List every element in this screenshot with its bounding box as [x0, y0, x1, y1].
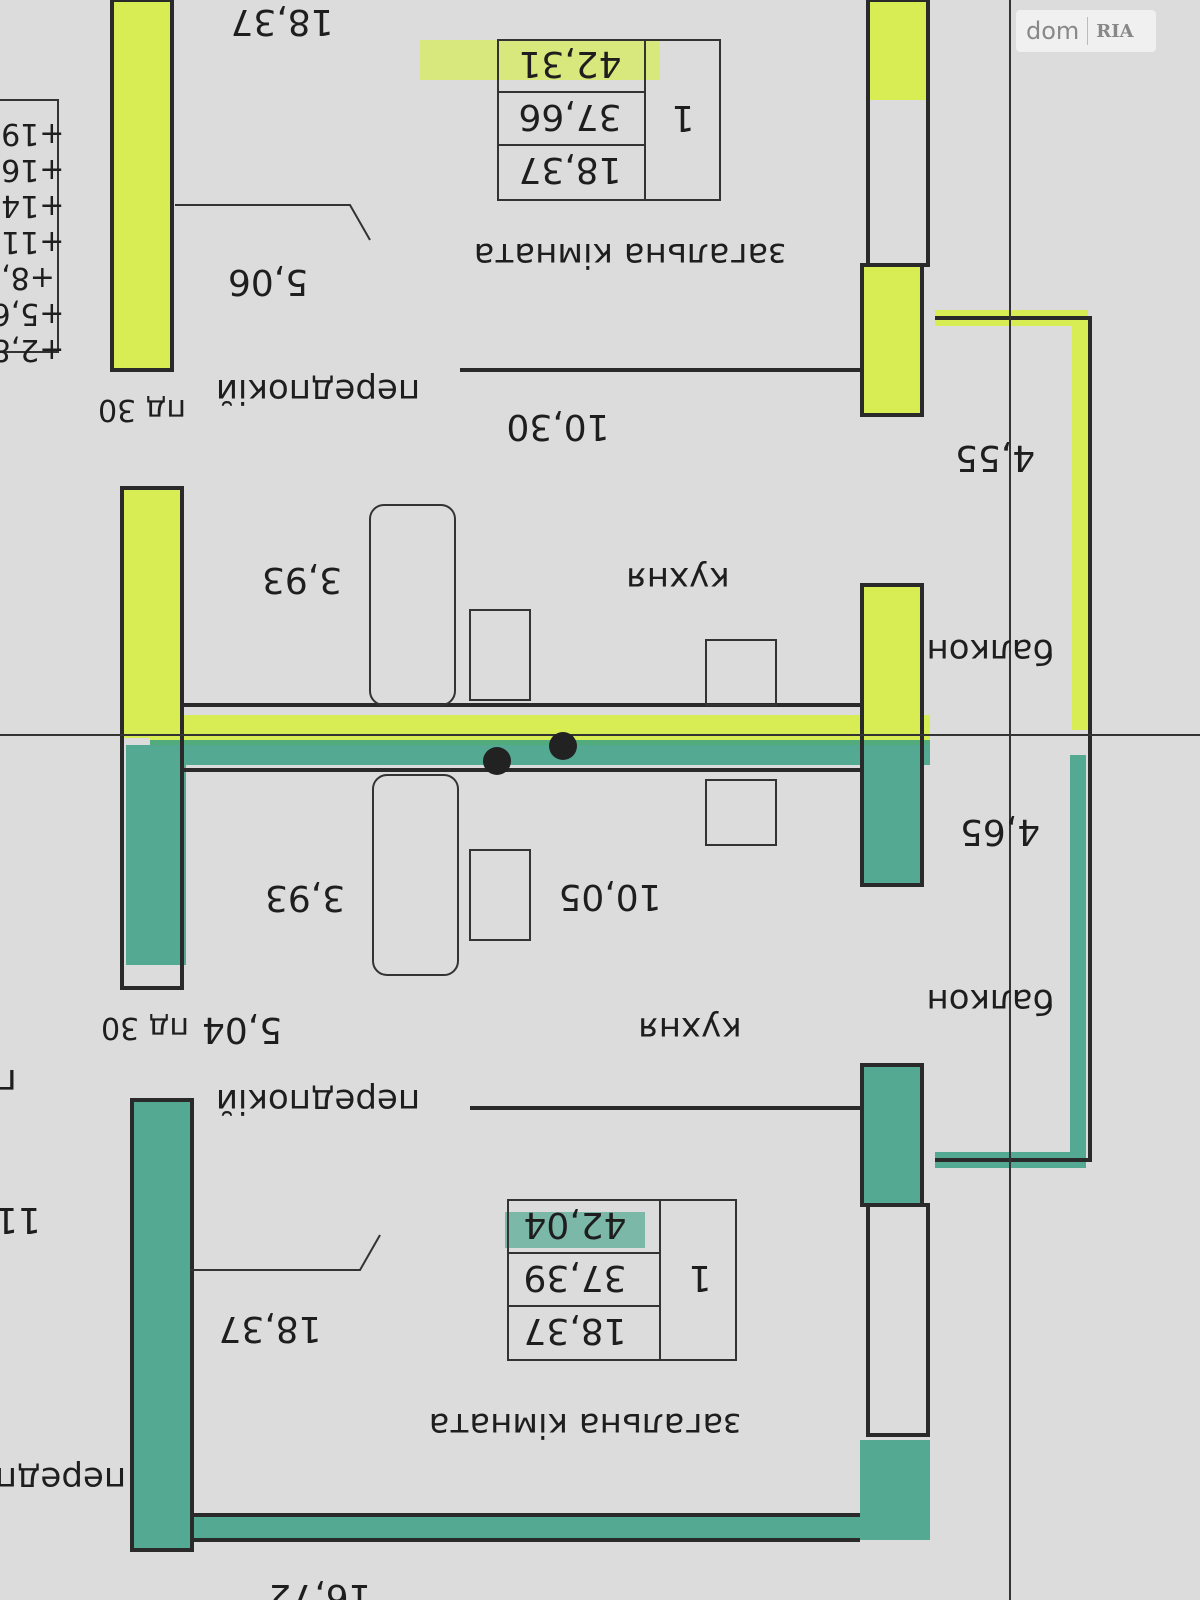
hall-label: передпокій — [216, 371, 420, 411]
living-room-area: 18,37 — [218, 1308, 321, 1349]
watermark-logo: dom RIA — [1016, 10, 1156, 52]
room-area: 18,37 — [518, 149, 621, 190]
vent-icon — [549, 732, 577, 760]
fixtures — [369, 504, 777, 976]
balcony-label: балкон — [926, 631, 1053, 671]
stove-upper — [705, 639, 777, 706]
area-table — [507, 1199, 737, 1361]
kitchen-area: 10,30 — [506, 406, 609, 447]
room-count: 1 — [689, 1257, 712, 1298]
elevation: +11, — [0, 224, 64, 259]
total-area: 42,31 — [518, 43, 621, 84]
adjacent-hall-label: передпо — [0, 1459, 126, 1499]
adjacent-number: 11 — [0, 1199, 41, 1240]
elevation: +5,6 — [0, 296, 64, 331]
kitchen-area: 10,05 — [558, 876, 661, 917]
watermark-sub: RIA — [1096, 20, 1134, 42]
elevation: +2,8 — [0, 332, 64, 367]
kitchen-label: кухня — [626, 559, 729, 599]
duct-label: пд 30 — [101, 1010, 189, 1045]
bathtub-upper — [369, 504, 456, 706]
elevation: +14, — [0, 188, 64, 223]
room-count: 1 — [672, 97, 695, 138]
elevation: +16, — [0, 152, 64, 187]
hall-area: 5,04 — [202, 1009, 282, 1050]
adjacent-fragments: 16,72 передпо 11 п — [0, 1061, 372, 1600]
bath-area: 3,93 — [265, 877, 345, 918]
lower-apartment: 42,04 37,39 18,37 1 3,93 10,05 4,65 5,04… — [101, 811, 1054, 1445]
area-table — [497, 39, 721, 201]
living-area: 37,66 — [518, 96, 621, 137]
balcony-area: 4,55 — [955, 437, 1035, 478]
hall-label: передпокій — [216, 1081, 420, 1121]
living-room-area: 18,37 — [230, 1, 333, 42]
vent-icon — [483, 747, 511, 775]
upper-apartment: 42,31 37,66 18,37 1 18,37 загальна кімна… — [98, 1, 1054, 671]
total-area: 42,04 — [523, 1204, 626, 1245]
stove-lower — [705, 779, 777, 846]
adjacent-area: 16,72 — [268, 1576, 371, 1600]
balcony-area: 4,65 — [960, 811, 1040, 852]
adjacent-letter: п — [0, 1061, 17, 1102]
elevation-table: +19, +16, +14, +11, +8, +5,6 +2,8 — [0, 99, 64, 367]
living-room-label: загальна кімната — [474, 235, 787, 275]
elevation: +19, — [0, 116, 64, 151]
bathtub-lower — [372, 774, 459, 976]
room-area: 18,37 — [523, 1310, 626, 1351]
sink-upper — [469, 609, 531, 701]
kitchen-label: кухня — [638, 1009, 741, 1049]
watermark-brand: dom — [1016, 17, 1089, 45]
sink-lower — [469, 849, 531, 941]
elevation: +8, — [1, 260, 55, 295]
balcony-label: балкон — [926, 981, 1053, 1021]
bath-area: 3,93 — [262, 559, 342, 600]
duct-label: пд 30 — [98, 392, 186, 427]
hall-area: 5,06 — [228, 261, 308, 302]
living-area: 37,39 — [523, 1257, 626, 1298]
living-room-label: загальна кімната — [429, 1405, 742, 1445]
